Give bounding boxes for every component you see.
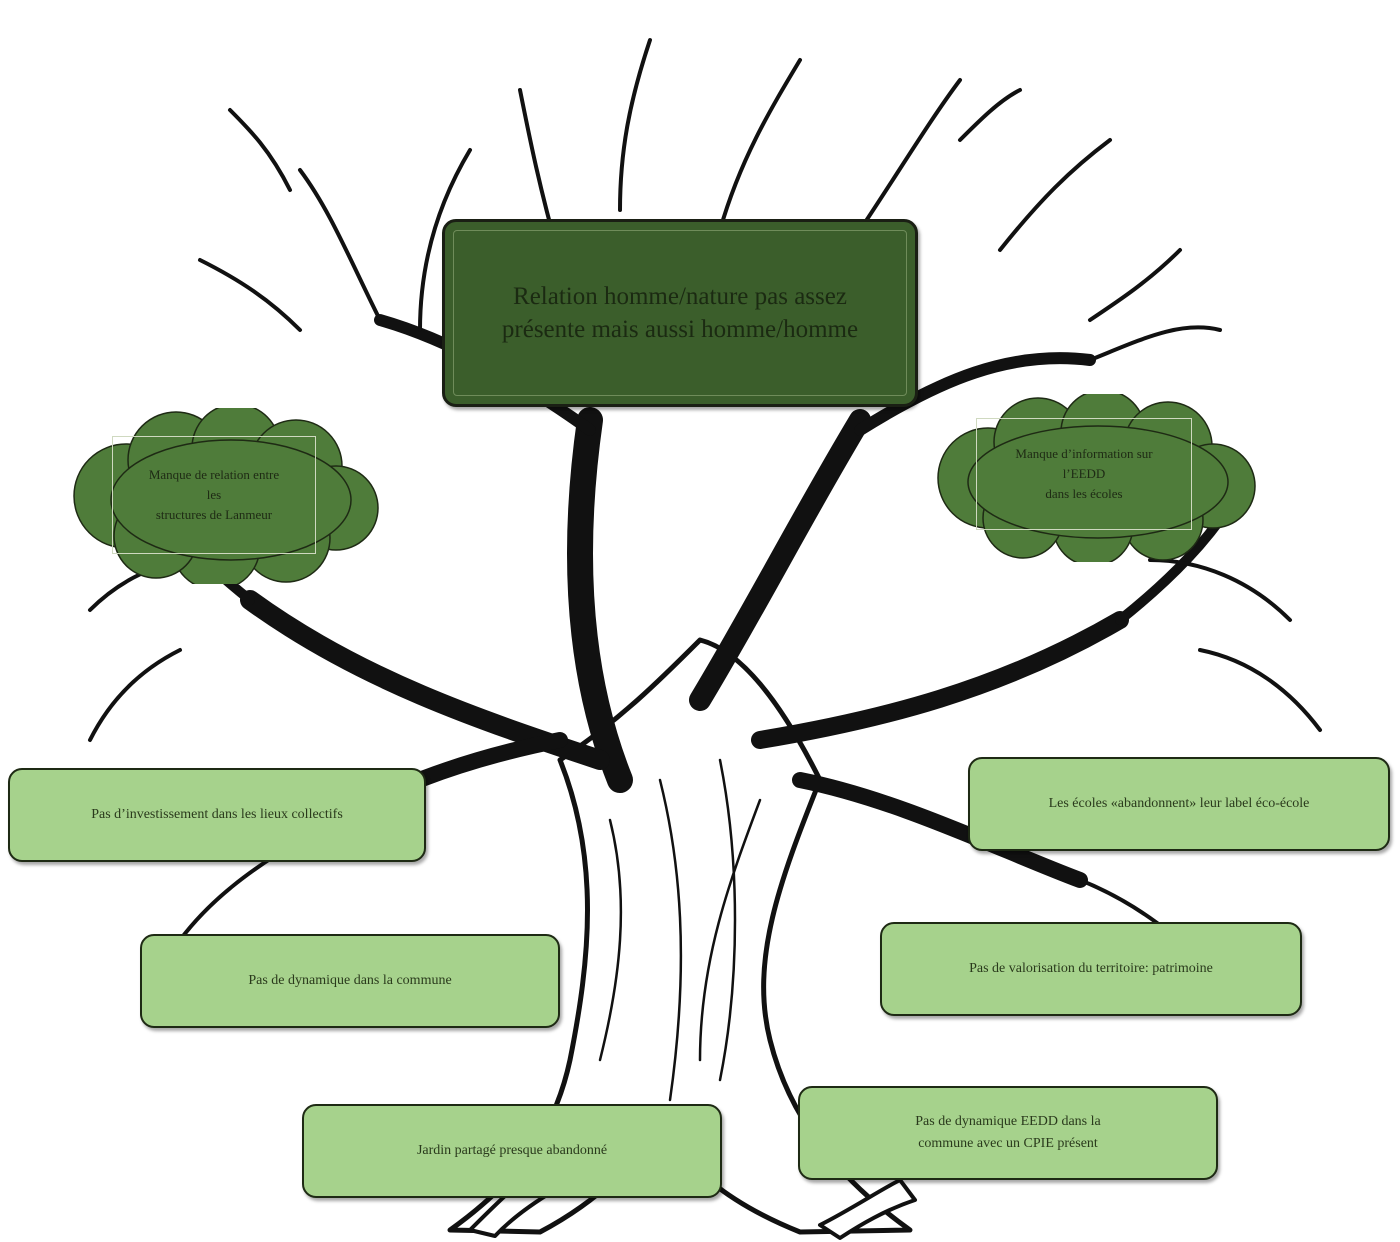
bark-line xyxy=(718,758,737,1082)
twig xyxy=(198,258,302,332)
branch xyxy=(751,611,1129,749)
branch xyxy=(689,409,871,711)
twig xyxy=(618,38,652,212)
twig xyxy=(718,58,802,232)
central-problem-box: Relation homme/nature pas assez présente… xyxy=(442,219,918,407)
bark-line xyxy=(598,818,623,1062)
twig xyxy=(228,108,292,192)
box-dynamique-eedd: Pas de dynamique EEDD dans la commune av… xyxy=(798,1086,1218,1180)
cloud-left-shape xyxy=(73,408,379,584)
box-dynamique-commune: Pas de dynamique dans la commune xyxy=(140,934,560,1028)
cloud-right: Manque d’information sur l’EEDD dans les… xyxy=(928,394,1262,562)
twig xyxy=(1148,558,1292,622)
bark-line xyxy=(658,778,683,1102)
central-line-2: présente mais aussi homme/homme xyxy=(501,316,859,343)
cloud-left-text-frame: Manque de relation entre les structures … xyxy=(112,436,316,554)
cloud-right-text-frame: Manque d’information sur l’EEDD dans les… xyxy=(976,418,1192,530)
twig xyxy=(298,168,382,322)
box-dynamique-eedd-line-1: Pas de dynamique EEDD dans la xyxy=(915,1114,1101,1129)
cloud-right-line-2: l’EEDD xyxy=(1062,466,1106,481)
box-investissement-text: Pas d’investissement dans les lieux coll… xyxy=(91,807,343,822)
cloud-right-line-1: Manque d’information sur xyxy=(1015,446,1153,461)
twig xyxy=(998,138,1112,252)
central-box-inner-border xyxy=(453,230,907,396)
branch xyxy=(567,407,633,793)
box-ecoles-label: Les écoles «abandonnent» leur label éco-… xyxy=(968,757,1390,851)
branch xyxy=(854,352,1096,436)
twig xyxy=(958,88,1022,142)
box-jardin-text: Jardin partagé presque abandonné xyxy=(416,1143,608,1158)
box-valorisation-text: Pas de valorisation du territoire: patri… xyxy=(969,961,1213,976)
cloud-right-line-3: dans les écoles xyxy=(1045,486,1123,501)
bark-line xyxy=(698,798,762,1062)
box-dynamique-eedd-line-2: commune avec un CPIE présent xyxy=(918,1136,1098,1151)
cloud-left-line-1: Manque de relation entre xyxy=(148,467,280,482)
box-investissement: Pas d’investissement dans les lieux coll… xyxy=(8,768,426,862)
box-ecoles-label-text: Les écoles «abandonnent» leur label éco-… xyxy=(1048,796,1310,811)
cloud-left-line-3: structures de Lanmeur xyxy=(155,507,273,522)
twig xyxy=(1088,248,1182,322)
cloud-left: Manque de relation entre les structures … xyxy=(66,408,382,584)
branch xyxy=(792,772,1088,888)
central-line-1: Relation homme/nature pas assez xyxy=(513,283,847,310)
twig xyxy=(418,148,472,332)
twig xyxy=(1198,648,1322,732)
twig xyxy=(88,648,182,742)
cloud-right-shape xyxy=(937,394,1256,562)
box-valorisation: Pas de valorisation du territoire: patri… xyxy=(880,922,1302,1016)
box-dynamique-commune-text: Pas de dynamique dans la commune xyxy=(248,973,452,988)
box-jardin: Jardin partagé presque abandonné xyxy=(302,1104,722,1198)
twig xyxy=(858,78,962,232)
twig xyxy=(1088,325,1222,362)
root-right xyxy=(818,1178,917,1240)
cloud-left-line-2: les xyxy=(206,487,222,502)
